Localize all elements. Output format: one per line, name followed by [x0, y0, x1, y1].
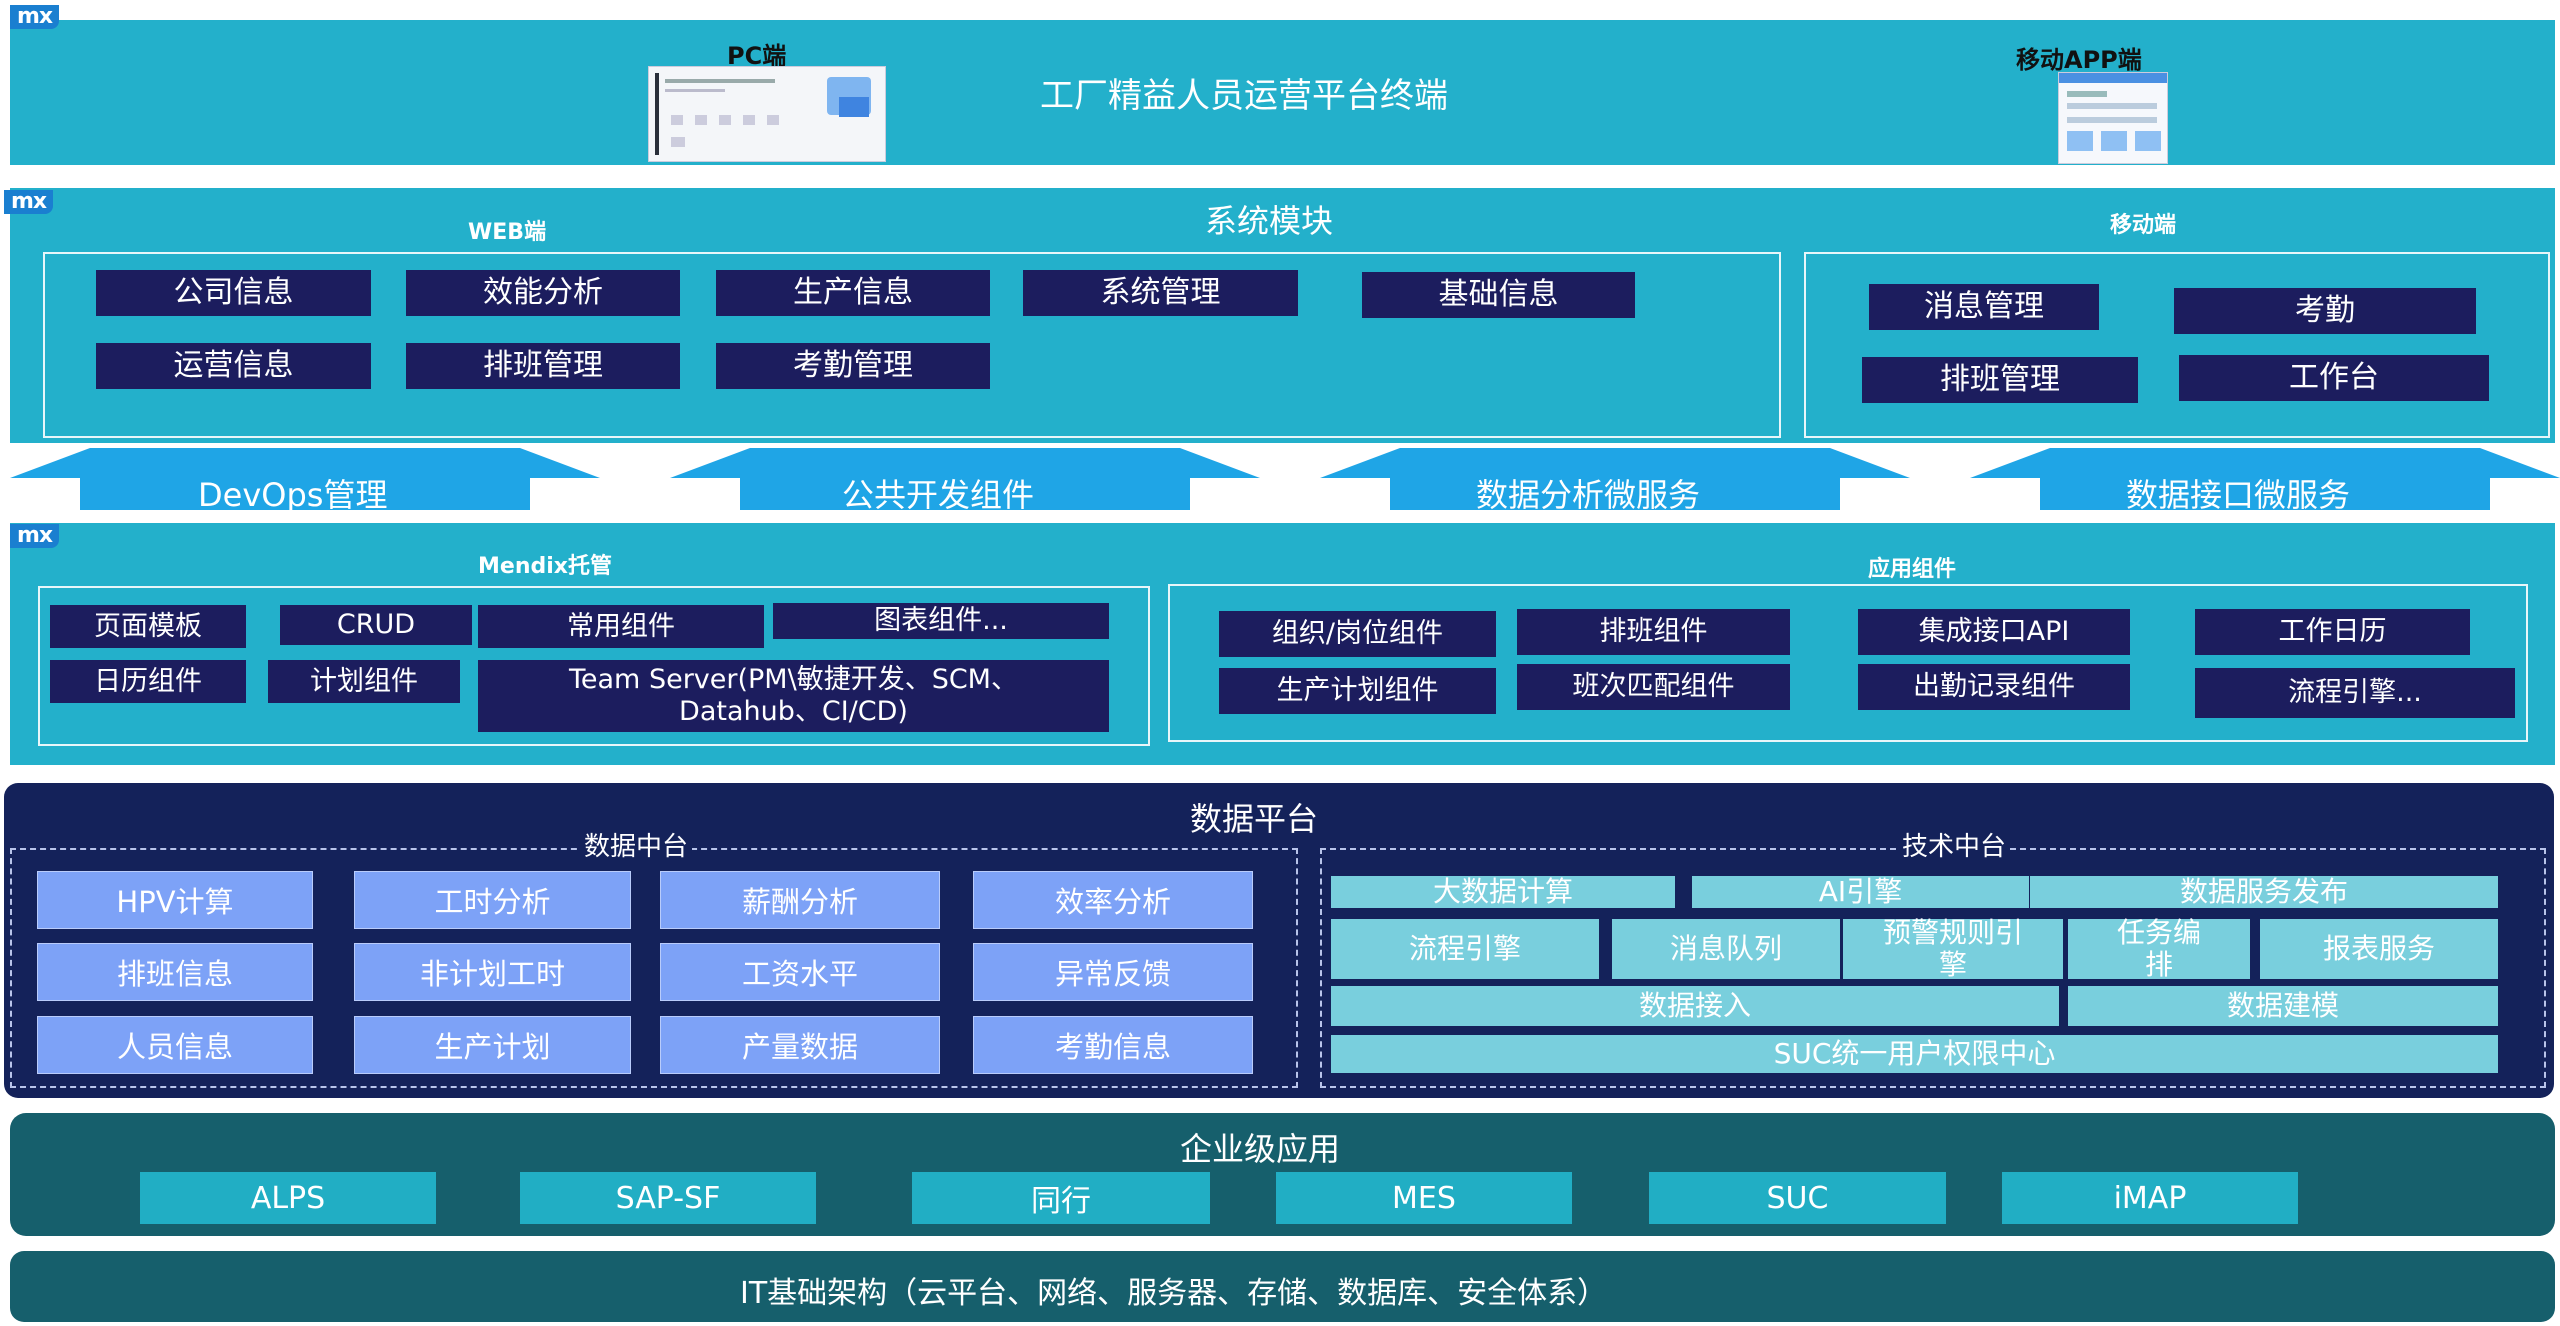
app-components-panel — [1168, 584, 2528, 742]
comp-process-engine[interactable]: 流程引擎... — [2195, 668, 2515, 718]
comp-chart-components[interactable]: 图表组件... — [773, 603, 1109, 639]
module-production-info[interactable]: 生产信息 — [716, 270, 990, 316]
mobile-shift-management[interactable]: 排班管理 — [1862, 357, 2138, 403]
enterprise-app-sap-sf[interactable]: SAP-SF — [520, 1172, 816, 1224]
mendix-logo-icon: mx — [10, 524, 60, 548]
enterprise-app-mes[interactable]: MES — [1276, 1172, 1572, 1224]
tech-item-alert-rule-engine[interactable]: 预警规则引擎 — [1843, 917, 2063, 981]
comp-common-components[interactable]: 常用组件 — [478, 605, 764, 648]
data-item-unplanned-hours[interactable]: 非计划工时 — [354, 943, 631, 1001]
data-item-personnel-info[interactable]: 人员信息 — [37, 1016, 313, 1074]
enterprise-app-imap[interactable]: iMAP — [2002, 1172, 2298, 1224]
terminal-title: 工厂精益人员运营平台终端 — [1040, 76, 1448, 116]
data-item-efficiency[interactable]: 效率分析 — [973, 871, 1253, 929]
data-item-salary-analysis[interactable]: 薪酬分析 — [660, 871, 940, 929]
data-item-wage-level[interactable]: 工资水平 — [660, 943, 940, 1001]
tech-item-task-orchestration[interactable]: 任务编排 — [2068, 917, 2250, 981]
system-modules-title: 系统模块 — [1205, 202, 1334, 240]
arrow-label-interface-microservice: 数据接口微服务 — [2126, 476, 2351, 514]
comp-page-template[interactable]: 页面模板 — [50, 605, 246, 648]
module-company-info[interactable]: 公司信息 — [96, 270, 371, 316]
data-platform-title: 数据平台 — [1190, 800, 1319, 838]
mendix-logo-icon: mx — [10, 5, 60, 29]
arrow-label-analytics-microservice: 数据分析微服务 — [1476, 476, 1701, 514]
data-item-production-plan[interactable]: 生产计划 — [354, 1016, 631, 1074]
web-modules-panel — [43, 252, 1781, 438]
arrow-up-icon — [1320, 448, 1910, 510]
arrow-up-icon — [670, 448, 1260, 510]
comp-org-position[interactable]: 组织/岗位组件 — [1219, 611, 1496, 657]
tech-item-data-modeling[interactable]: 数据建模 — [2068, 986, 2498, 1026]
mobile-attendance[interactable]: 考勤 — [2174, 288, 2476, 334]
tech-item-process-engine[interactable]: 流程引擎 — [1331, 919, 1599, 979]
module-basic-info[interactable]: 基础信息 — [1362, 272, 1635, 318]
mendix-hosting-panel — [38, 586, 1150, 746]
comp-integration-api[interactable]: 集成接口API — [1858, 609, 2130, 655]
mobile-app-label: 移动APP端 — [2016, 46, 2142, 74]
pc-label: PC端 — [727, 42, 787, 70]
module-efficiency-analysis[interactable]: 效能分析 — [406, 270, 680, 316]
comp-calendar[interactable]: 日历组件 — [50, 660, 246, 703]
comp-team-server[interactable]: Team Server(PM\敏捷开发、SCM、Datahub、CI/CD) — [478, 660, 1109, 732]
infra-title: IT基础架构（云平台、网络、服务器、存储、数据库、安全体系） — [740, 1276, 1608, 1311]
mobile-workbench[interactable]: 工作台 — [2179, 355, 2489, 401]
web-label: WEB端 — [468, 220, 547, 245]
mendix-logo-icon: mx — [4, 190, 54, 214]
module-system-management[interactable]: 系统管理 — [1023, 270, 1298, 316]
data-center-label: 数据中台 — [580, 826, 693, 863]
infra-band — [10, 1251, 2555, 1322]
data-item-exception-feedback[interactable]: 异常反馈 — [973, 943, 1253, 1001]
data-item-hpv[interactable]: HPV计算 — [37, 871, 313, 929]
data-item-work-hours[interactable]: 工时分析 — [354, 871, 631, 929]
mobile-message-management[interactable]: 消息管理 — [1869, 284, 2099, 330]
comp-attendance-record[interactable]: 出勤记录组件 — [1858, 664, 2130, 710]
arrow-label-devops: DevOps管理 — [198, 476, 388, 514]
tech-item-data-ingestion[interactable]: 数据接入 — [1331, 986, 2059, 1026]
tech-item-data-service[interactable]: 数据服务发布 — [2030, 876, 2498, 908]
comp-shift[interactable]: 排班组件 — [1517, 609, 1790, 655]
mobile-end-label: 移动端 — [2110, 213, 2177, 238]
module-shift-management[interactable]: 排班管理 — [406, 343, 680, 389]
module-attendance-management[interactable]: 考勤管理 — [716, 343, 990, 389]
comp-production-plan[interactable]: 生产计划组件 — [1219, 668, 1496, 714]
comp-plan[interactable]: 计划组件 — [268, 660, 460, 703]
enterprise-app-alps[interactable]: ALPS — [140, 1172, 436, 1224]
arrow-label-common-components: 公共开发组件 — [842, 476, 1035, 514]
tech-item-message-queue[interactable]: 消息队列 — [1612, 919, 1840, 979]
arrow-up-icon — [10, 448, 600, 510]
tech-item-report-service[interactable]: 报表服务 — [2260, 919, 2498, 979]
module-operation-info[interactable]: 运营信息 — [96, 343, 371, 389]
data-item-output-data[interactable]: 产量数据 — [660, 1016, 940, 1074]
comp-crud[interactable]: CRUD — [280, 605, 472, 645]
arrow-up-icon — [1970, 448, 2560, 510]
tech-item-ai-engine[interactable]: AI引擎 — [1692, 876, 2029, 908]
comp-shift-matching[interactable]: 班次匹配组件 — [1517, 664, 1790, 710]
enterprise-title: 企业级应用 — [1180, 1130, 1341, 1168]
comp-work-calendar[interactable]: 工作日历 — [2195, 609, 2470, 655]
data-item-shift-info[interactable]: 排班信息 — [37, 943, 313, 1001]
pc-screenshot-thumbnail — [648, 66, 886, 162]
data-item-attendance-info[interactable]: 考勤信息 — [973, 1016, 1253, 1074]
mobile-modules-panel — [1804, 252, 2550, 438]
mobile-screenshot-thumbnail — [2058, 72, 2168, 164]
enterprise-app-suc[interactable]: SUC — [1649, 1172, 1946, 1224]
app-components-label: 应用组件 — [1868, 557, 1957, 582]
mendix-hosting-label: Mendix托管 — [478, 554, 612, 579]
tech-item-suc-auth[interactable]: SUC统一用户权限中心 — [1331, 1035, 2498, 1073]
tech-item-big-data[interactable]: 大数据计算 — [1331, 876, 1675, 908]
tech-center-label: 技术中台 — [1898, 826, 2011, 863]
enterprise-app-tonghang[interactable]: 同行 — [912, 1172, 1210, 1224]
